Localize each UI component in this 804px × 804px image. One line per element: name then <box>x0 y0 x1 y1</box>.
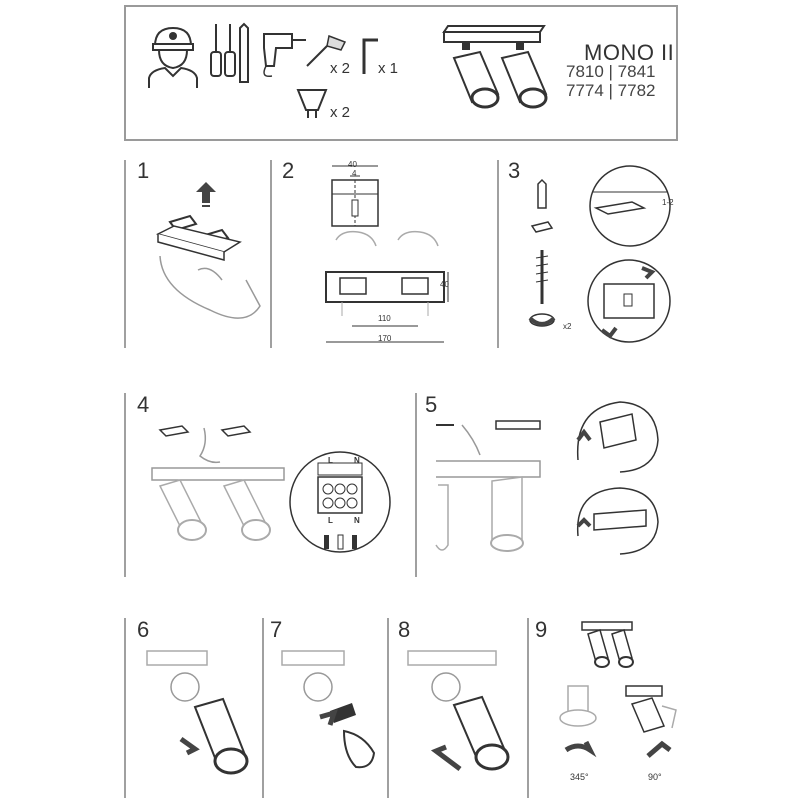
step5-detail-circle-bottom <box>576 487 659 555</box>
step8-illustration <box>407 650 510 771</box>
step-separator <box>270 160 272 348</box>
product-title: MONO II <box>584 40 675 65</box>
step9-rotation-illustration <box>559 685 597 758</box>
step-number: 3 <box>508 158 521 183</box>
step-separator <box>387 618 389 798</box>
terminal-label: N <box>354 516 360 525</box>
step-separator <box>527 618 529 798</box>
dimension-label: 40 <box>440 280 449 289</box>
step-separator <box>124 160 126 348</box>
ceiling-depth-label: 1-2 <box>662 198 674 207</box>
step-separator <box>497 160 499 348</box>
step-number: 4 <box>137 392 150 417</box>
step7-illustration <box>281 650 376 769</box>
step1-illustration <box>155 182 261 319</box>
screws-quantity: x 2 <box>330 60 351 77</box>
step5-mounting-illustration <box>435 420 541 552</box>
step9-tilt-illustration <box>625 685 677 758</box>
step-number: 9 <box>535 617 548 642</box>
step-separator <box>415 393 417 577</box>
terminal-label: L <box>328 516 333 525</box>
product-lamp-icon <box>442 25 548 109</box>
dimension-label: 40 <box>348 160 357 169</box>
tilt-angle-label: 90° <box>648 772 662 782</box>
dimension-label: 170 <box>378 334 392 343</box>
terminal-label: N <box>354 456 360 465</box>
step3-bracket-circle <box>587 259 671 343</box>
bulbs-quantity: x 2 <box>330 104 351 121</box>
step4-wiring-illustration <box>151 425 285 541</box>
dimension-label: 110 <box>378 314 391 323</box>
step3-ceiling-circle <box>589 165 671 247</box>
dimension-label: 4 <box>352 169 357 178</box>
drill-icon <box>263 33 306 78</box>
step6-illustration <box>146 650 249 775</box>
product-code-line: 7810 | 7841 <box>566 62 656 81</box>
screwdrivers-icon <box>210 22 249 83</box>
rotation-angle-label: 345° <box>570 772 589 782</box>
terminal-label: L <box>328 456 333 465</box>
step5-detail-circle-top <box>576 401 659 473</box>
hex-key-quantity: x 1 <box>378 60 399 77</box>
step-number: 5 <box>425 392 438 417</box>
step-number: 1 <box>137 158 150 183</box>
step-number: 7 <box>270 617 283 642</box>
step-number: 2 <box>282 158 295 183</box>
step-separator <box>262 618 264 798</box>
hex-key-icon <box>362 38 378 74</box>
step-separator <box>124 618 126 798</box>
terminal-block-circle <box>289 451 391 553</box>
screws-quantity-label: x2 <box>563 322 572 331</box>
step-number: 6 <box>137 617 150 642</box>
step2-bracket-illustration <box>325 165 449 343</box>
screw-anchor-icon <box>306 34 347 67</box>
product-codes: 7810 | 7841 7774 | 7782 <box>566 62 656 100</box>
step3-screw-illustration <box>528 178 556 327</box>
step-separator <box>124 393 126 577</box>
product-code-line: 7774 | 7782 <box>566 81 656 100</box>
step9-lamp-illustration <box>581 621 634 668</box>
electrician-icon <box>148 26 198 88</box>
bulb-icon <box>296 89 328 118</box>
tools-header-frame <box>124 5 678 141</box>
step-number: 8 <box>398 617 411 642</box>
